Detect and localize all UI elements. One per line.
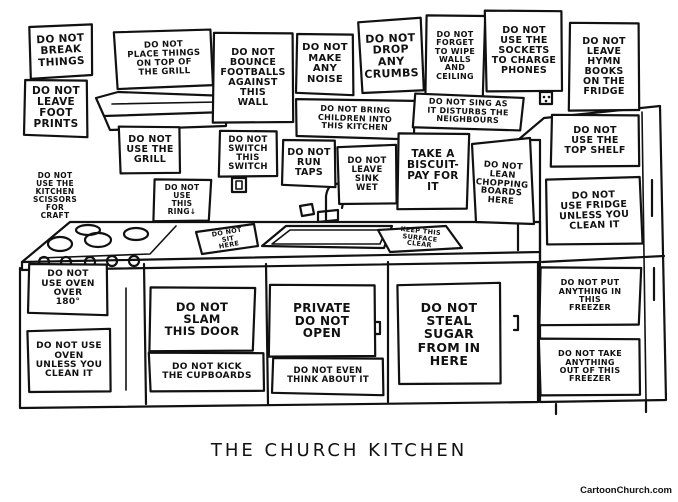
notice-paper-ring	[152, 178, 213, 223]
sign-kick-cupboards: DO NOT KICK THE CUPBOARDS	[162, 361, 252, 381]
sign-biscuit: TAKE A BISCUIT- PAY FOR IT	[407, 147, 459, 194]
notice-paper-use-fridge	[544, 175, 644, 246]
notice-paper-switch	[217, 129, 279, 178]
sign-hymn-books: DO NOT LEAVE HYMN BOOKS ON THE FRIDGE	[582, 36, 626, 97]
sign-sink-wet: DO NOT LEAVE SINK WET	[347, 156, 387, 193]
sign-ring: DO NOT USE THIS RING↓	[164, 183, 200, 216]
notice-paper-footprints	[22, 78, 89, 139]
sign-steal-sugar: DO NOT STEAL SUGAR FROM IN HERE	[417, 300, 481, 368]
wall-socket	[538, 90, 554, 106]
sign-place-things: DO NOT PLACE THINGS ON TOP OF THE GRILL	[127, 39, 201, 78]
range-hood	[94, 90, 230, 132]
sign-charge-phones: DO NOT USE THE SOCKETS TO CHARGE PHONES	[491, 25, 557, 76]
sign-make-noise: DO NOT MAKE ANY NOISE	[302, 42, 348, 85]
sign-put-freezer: DO NOT PUT ANYTHING IN THIS FREEZER	[558, 278, 622, 313]
notice-paper-run-taps	[280, 138, 337, 189]
counter-note-clear	[376, 224, 464, 254]
notice-paper-top-shelf	[549, 113, 641, 168]
sign-oven-clean: DO NOT USE OVEN UNLESS YOU CLEAN IT	[35, 341, 103, 380]
notice-paper-private	[267, 283, 377, 358]
sign-private: PRIVATE DO NOT OPEN	[293, 301, 351, 341]
sign-think: DO NOT EVEN THINK ABOUT IT	[287, 366, 369, 385]
notice-paper-use-grill	[117, 125, 182, 175]
notice-paper-take-freezer	[537, 337, 642, 397]
notice-paper-steal-sugar	[396, 281, 502, 386]
notice-paper-slam-door	[148, 286, 257, 353]
sign-top-shelf: DO NOT USE THE TOP SHELF	[564, 125, 626, 156]
notice-paper-oven-clean	[26, 327, 112, 394]
sign-footprints: DO NOT LEAVE FOOT PRINTS	[32, 84, 80, 131]
sign-slam-door: DO NOT SLAM THIS DOOR	[164, 299, 240, 339]
sign-use-grill: DO NOT USE THE GRILL	[126, 134, 174, 165]
notice-paper-hymn-books	[567, 21, 641, 112]
sign-scissors: DO NOT USE THE KITCHEN SCISSORS FOR CRAF…	[32, 171, 78, 220]
sign-oven-over: DO NOT USE OVEN OVER 180°	[41, 269, 95, 308]
sign-take-freezer: DO NOT TAKE ANYTHING OUT OF THIS FREEZER	[558, 349, 622, 384]
sign-run-taps: DO NOT RUN TAPS	[287, 147, 331, 178]
notice-paper-drop-crumbs	[357, 16, 425, 95]
sign-drop-crumbs: DO NOT DROP ANY CRUMBS	[364, 31, 420, 81]
sign-bring-children: DO NOT BRING CHILDREN INTO THIS KITCHEN	[317, 104, 393, 133]
notice-paper-think	[270, 356, 385, 397]
notice-paper-sing	[411, 92, 525, 132]
notice-paper-charge-phones	[483, 9, 564, 93]
sign-use-fridge: DO NOT USE FRIDGE UNLESS YOU CLEAN IT	[558, 189, 630, 232]
notice-paper-kick-cupboards	[147, 351, 266, 393]
sign-bounce-footballs: DO NOT BOUNCE FOOTBALLS AGAINST THIS WAL…	[220, 47, 286, 108]
lower-cabinets	[18, 260, 540, 410]
sign-sing: DO NOT SING AS IT DISTURBS THE NEIGHBOUR…	[427, 97, 509, 126]
cartoon-caption: THE CHURCH KITCHEN	[210, 440, 468, 461]
notice-paper-oven-over	[26, 262, 109, 317]
notice-paper-biscuit	[396, 132, 471, 211]
notice-paper-put-freezer	[538, 266, 643, 327]
credit-line: CartoonChurch.com	[580, 485, 672, 496]
notice-papers	[22, 9, 644, 397]
sign-break-things: DO NOT BREAK THINGS	[36, 32, 86, 69]
sign-switch: DO NOT SWITCH THIS SWITCH	[228, 135, 268, 172]
light-switch	[230, 176, 248, 194]
counter-note-sit	[194, 222, 260, 256]
sign-chopping-boards: DO NOT LEAN CHOPPING BOARDS HERE	[475, 159, 529, 208]
notice-paper-bounce-footballs	[211, 31, 295, 124]
board-note	[470, 136, 536, 226]
notice-paper-break-things	[28, 23, 94, 80]
sink	[260, 224, 394, 250]
sign-wipe-walls: DO NOT FORGET TO WIPE WALLS AND CEILING	[434, 29, 476, 81]
notice-paper-make-noise	[294, 32, 355, 97]
